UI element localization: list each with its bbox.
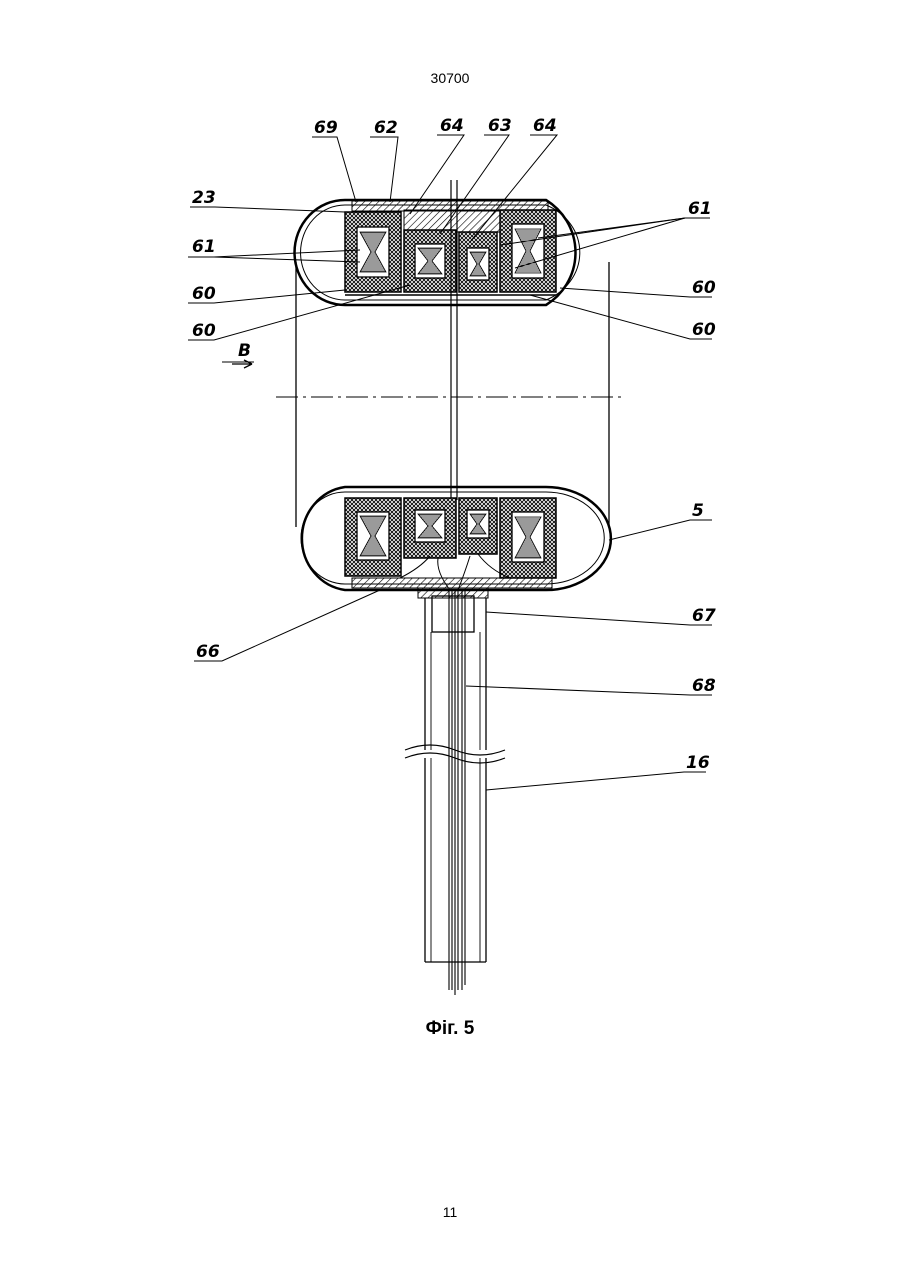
label-69: 69 <box>314 118 338 138</box>
label-60-right-lower: 60 <box>692 320 716 340</box>
label-b: B <box>238 341 251 361</box>
label-60-left-lower: 60 <box>192 321 216 341</box>
label-62: 62 <box>374 118 398 138</box>
upper-housing <box>295 200 580 305</box>
lower-coil-1 <box>345 498 401 576</box>
lower-coil-3 <box>459 498 497 554</box>
lower-housing <box>301 487 611 590</box>
label-23: 23 <box>192 188 216 208</box>
upper-coil-4 <box>500 210 556 292</box>
label-5: 5 <box>692 501 704 521</box>
label-63: 63 <box>488 116 512 136</box>
upper-coil-1 <box>345 212 401 292</box>
label-16: 16 <box>686 753 710 773</box>
label-60-left-upper: 60 <box>192 284 216 304</box>
label-64-right: 64 <box>533 116 557 136</box>
label-61-right: 61 <box>688 199 712 219</box>
figure-caption: Фіг. 5 <box>0 1018 900 1040</box>
page-number: 11 <box>0 1204 900 1220</box>
upper-coil-2 <box>404 230 456 292</box>
upper-coil-3 <box>459 232 497 292</box>
label-68: 68 <box>692 676 716 696</box>
label-60-right-upper: 60 <box>692 278 716 298</box>
label-61-left: 61 <box>192 237 216 257</box>
label-67: 67 <box>692 606 716 626</box>
view-arrow <box>232 360 252 368</box>
lower-coil-2 <box>404 498 456 558</box>
tube-assembly <box>405 588 505 995</box>
label-66: 66 <box>196 642 220 662</box>
label-64: 64 <box>440 116 464 136</box>
lower-coil-4 <box>500 498 556 578</box>
